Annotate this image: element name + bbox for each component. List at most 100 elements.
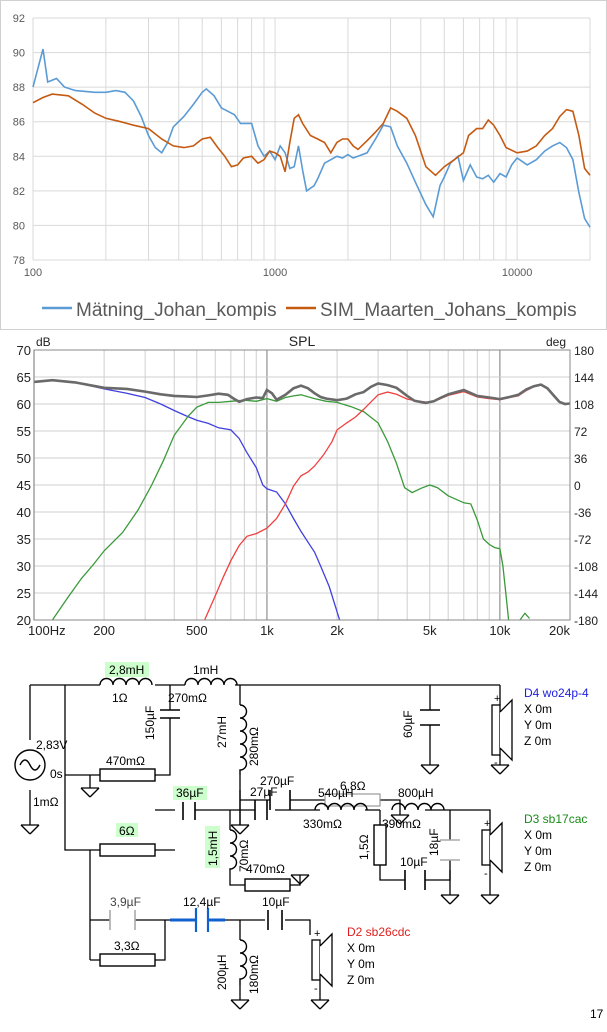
x-tick-label: 5k <box>423 623 437 638</box>
capacitor-c1: 150µF <box>143 706 180 740</box>
svg-text:+: + <box>484 818 490 830</box>
driver-d4: + - D4 wo24p-4 X 0m Y 0m Z 0m <box>491 686 589 769</box>
ground-symbol <box>480 894 500 905</box>
y-tick-label-right: 72 <box>574 425 588 439</box>
d3-y: Y 0m <box>524 844 552 858</box>
series-line-mid <box>51 394 510 621</box>
y-tick-label: 65 <box>17 370 31 385</box>
y-tick-label: 45 <box>17 478 31 493</box>
svg-text:+: + <box>494 693 500 705</box>
y-tick-label: 35 <box>17 532 31 547</box>
svg-text:+: + <box>314 928 320 940</box>
l6-value: 1,5mH <box>206 831 220 866</box>
r33-value: 3,3Ω <box>114 939 140 953</box>
y-tick-label: 40 <box>17 505 31 520</box>
x-tick-label: 20k <box>549 623 570 638</box>
page-number: 17 <box>590 1007 604 1021</box>
d3-x: X 0m <box>524 828 552 842</box>
y-tick-label-right: -180 <box>574 614 598 628</box>
y-tick-label-right: 180 <box>574 344 594 358</box>
ground-symbol <box>20 824 40 835</box>
ground-symbol <box>230 824 250 835</box>
ground-symbol <box>420 764 440 775</box>
series-line-phase-fragment <box>519 612 530 621</box>
y-tick-label-right: -144 <box>574 587 598 601</box>
y-tick-label: 84 <box>13 151 25 163</box>
x-tick-label: 10k <box>489 623 510 638</box>
y-tick-label-right: 0 <box>574 479 581 493</box>
l1-resistance: 1Ω <box>112 691 128 705</box>
legend: Mätning_Johan_kompis SIM_Maarten_Johans_… <box>42 300 577 321</box>
series-line-matning <box>32 48 591 228</box>
chart-title: SPL <box>289 333 316 349</box>
plot-border <box>33 349 571 621</box>
ground-symbol <box>80 787 100 798</box>
inductor-l2: 1mH 270mΩ <box>168 663 238 705</box>
r470b-value: 470mΩ <box>246 862 285 876</box>
d2-z: Z 0m <box>347 973 374 987</box>
legend-label-sim: SIM_Maarten_Johans_kompis <box>320 300 577 321</box>
d3-z: Z 0m <box>524 860 551 874</box>
capacitor-c10a: 10µF <box>400 855 428 890</box>
y-tick-label-right: 108 <box>574 398 594 412</box>
d4-z: Z 0m <box>524 734 551 748</box>
l5-value: 800µH <box>398 786 434 800</box>
capacitor-c39: 3,9µF <box>109 895 141 930</box>
ground-symbol <box>230 999 250 1010</box>
y-tick-label: 25 <box>17 586 31 601</box>
d2-x: X 0m <box>347 941 375 955</box>
c10b-value: 10µF <box>262 895 290 909</box>
x-tick-label: 100 <box>24 267 42 279</box>
svg-text:-: - <box>484 868 488 880</box>
d4-x: X 0m <box>524 702 552 716</box>
capacitor-c10b: 10µF <box>262 895 290 930</box>
y-tick-label: 20 <box>17 613 31 628</box>
capacitor-c2: 270µF <box>260 774 294 810</box>
c2-value: 270µF <box>260 774 294 788</box>
x-tick-label: 10000 <box>502 267 533 279</box>
r6-value: 6Ω <box>119 824 135 838</box>
series-lines <box>33 378 571 621</box>
driver-d2: + - D2 sb26cdc X 0m Y 0m Z 0m <box>311 925 410 995</box>
series-line-sum <box>33 378 571 406</box>
c10a-value: 10µF <box>400 855 428 869</box>
y-tick-label: 90 <box>13 48 25 60</box>
inductor-l7: 200µH 180mΩ <box>215 939 261 994</box>
legend-label-matning: Mätning_Johan_kompis <box>76 300 277 321</box>
series-line-sim <box>32 93 591 177</box>
d4-y: Y 0m <box>524 718 552 732</box>
c5-value: 27µF <box>250 785 278 799</box>
svg-text:-: - <box>494 757 498 769</box>
source-resistance-label: 1mΩ <box>33 795 59 809</box>
y-tick-label: 82 <box>13 186 25 198</box>
y-tick-label: 30 <box>17 559 31 574</box>
x-tick-label: 1000 <box>263 267 287 279</box>
y-tick-label-right: -108 <box>574 560 598 574</box>
x-tick-label: 1k <box>260 623 274 638</box>
x-tick-label: 500 <box>186 623 208 638</box>
driver-d3: + - D3 sb17cac X 0m Y 0m Z 0m <box>481 812 587 880</box>
chart-grid <box>32 17 591 261</box>
c124-value: 12,4µF <box>183 895 221 909</box>
inductor-l6: 1,5mH 70mΩ <box>205 826 251 872</box>
svg-text:-: - <box>314 983 318 995</box>
resistor-470b: 470mΩ <box>244 862 291 892</box>
r1-value: 6,8Ω <box>340 779 366 793</box>
d3-name: D3 sb17cac <box>524 812 587 826</box>
resistor-r15: 1,5Ω <box>357 824 387 866</box>
l3-value: 27mH <box>215 716 229 748</box>
l2-resistance: 270mΩ <box>168 691 207 705</box>
c4-value: 36µF <box>176 786 204 800</box>
x-tick-label: 100Hz <box>28 623 66 638</box>
c18-value: 18µF <box>427 828 441 856</box>
y-tick-label: 50 <box>17 451 31 466</box>
source-voltage-label: 2,83V <box>36 738 67 752</box>
r15-value: 1,5Ω <box>357 834 371 860</box>
y-tick-label: 55 <box>17 424 31 439</box>
